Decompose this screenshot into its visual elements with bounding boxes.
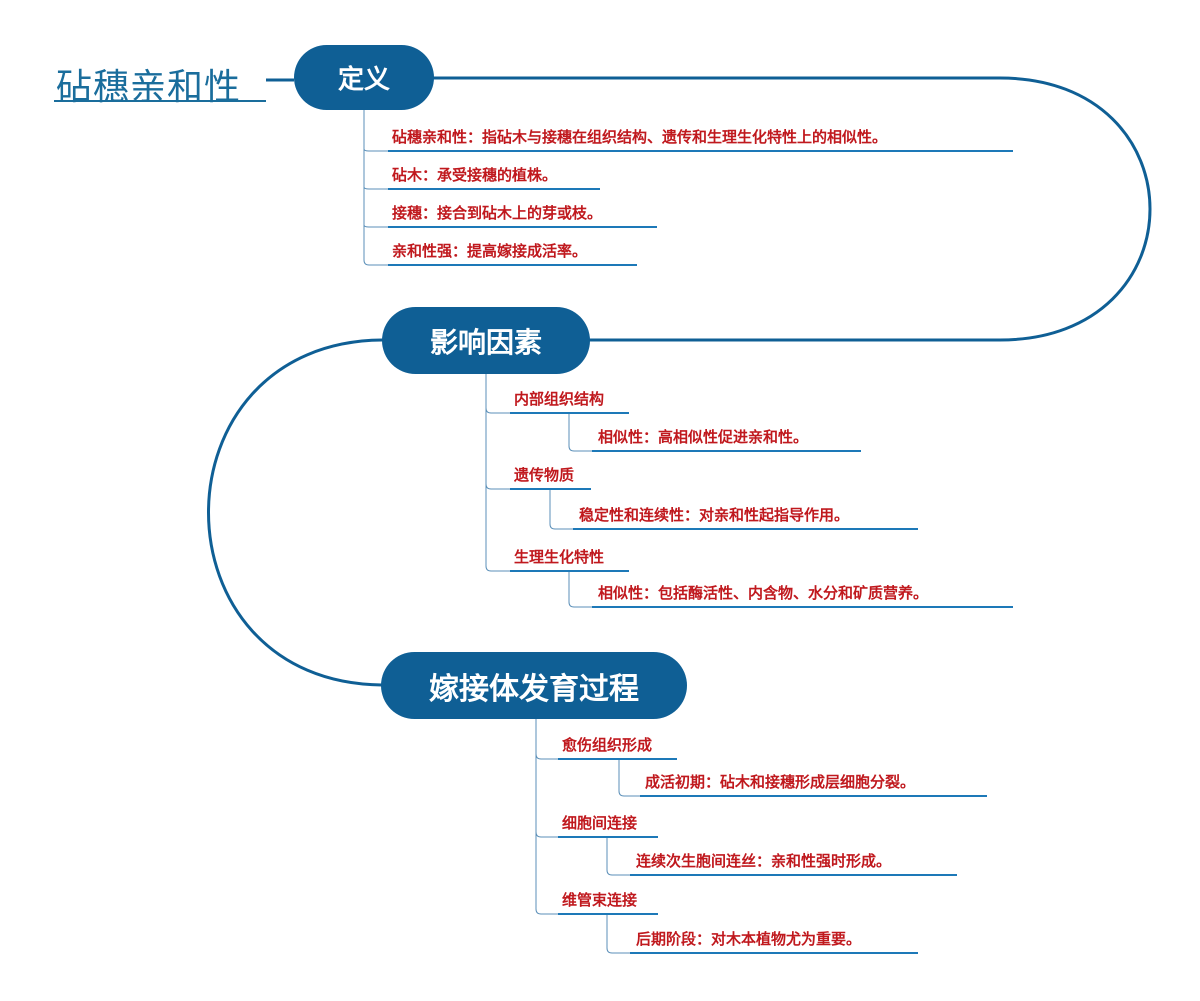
- factor-detail: 相似性：包括酶活性、内含物、水分和矿质营养。: [598, 584, 929, 602]
- section-definition[interactable]: 定义: [294, 45, 434, 110]
- definition-item: 亲和性强：提高嫁接成活率。: [392, 242, 588, 260]
- process-detail: 后期阶段：对木本植物尤为重要。: [636, 930, 862, 948]
- factor-label: 内部组织结构: [514, 390, 605, 408]
- section-influencing-factors[interactable]: 影响因素: [382, 307, 590, 374]
- factor-detail: 稳定性和连续性：对亲和性起指导作用。: [579, 506, 850, 524]
- root-title: 砧穗亲和性: [56, 67, 242, 108]
- process-label: 愈伤组织形成: [562, 736, 653, 754]
- factor-detail: 相似性：高相似性促进亲和性。: [598, 428, 809, 446]
- definition-item: 接穗：接合到砧木上的芽或枝。: [392, 204, 603, 222]
- section-graft-development-label: 嫁接体发育过程: [429, 671, 639, 707]
- definition-item: 砧木：承受接穗的植株。: [392, 166, 558, 184]
- process-label: 维管束连接: [562, 891, 638, 909]
- factor-label: 遗传物质: [514, 466, 575, 484]
- process-label: 细胞间连接: [562, 814, 638, 832]
- section-influencing-factors-label: 影响因素: [429, 325, 542, 359]
- process-detail: 连续次生胞间连丝：亲和性强时形成。: [636, 852, 892, 870]
- definition-item: 砧穗亲和性：指砧木与接穗在组织结构、遗传和生理生化特性上的相似性。: [392, 128, 888, 146]
- factor-label: 生理生化特性: [514, 548, 605, 566]
- section-definition-label: 定义: [337, 65, 390, 95]
- section-graft-development[interactable]: 嫁接体发育过程: [381, 652, 687, 719]
- process-detail: 成活初期：砧木和接穗形成层细胞分裂。: [645, 773, 916, 791]
